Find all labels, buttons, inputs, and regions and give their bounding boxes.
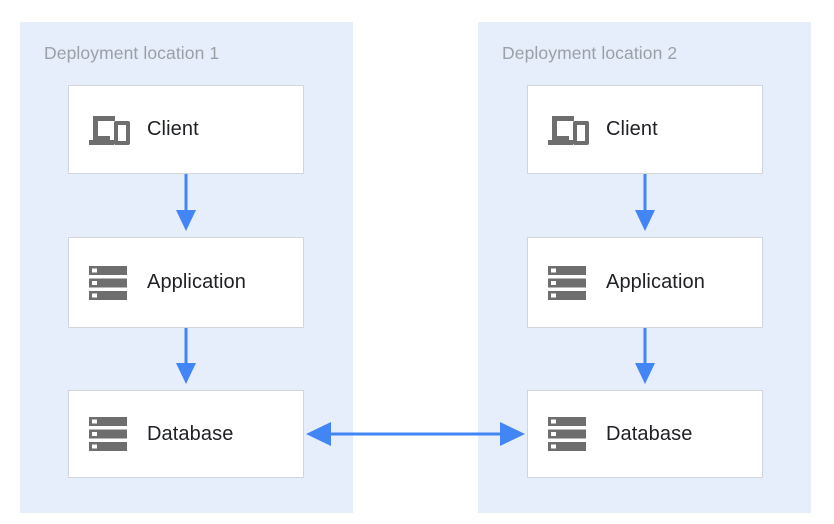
server-stack-icon <box>87 263 131 303</box>
devices-icon <box>87 110 131 150</box>
node-client-2[interactable]: Client <box>527 85 763 174</box>
node-application-2-label: Application <box>606 271 705 293</box>
node-application-1[interactable]: Application <box>68 237 304 328</box>
node-client-1-label: Client <box>147 118 199 140</box>
node-database-1-label: Database <box>147 422 234 445</box>
zone-1-title: Deployment location 1 <box>44 43 220 63</box>
node-database-2[interactable]: Database <box>527 390 763 478</box>
node-application-2[interactable]: Application <box>527 237 763 328</box>
node-client-2-label: Client <box>606 118 658 140</box>
node-database-1[interactable]: Database <box>68 390 304 478</box>
devices-icon <box>546 110 590 150</box>
server-stack-icon <box>546 414 590 454</box>
node-database-2-label: Database <box>606 422 693 445</box>
server-stack-icon <box>546 263 590 303</box>
server-stack-icon <box>87 414 131 454</box>
node-client-1[interactable]: Client <box>68 85 304 174</box>
node-application-1-label: Application <box>147 271 246 293</box>
zone-2-title: Deployment location 2 <box>502 43 678 63</box>
